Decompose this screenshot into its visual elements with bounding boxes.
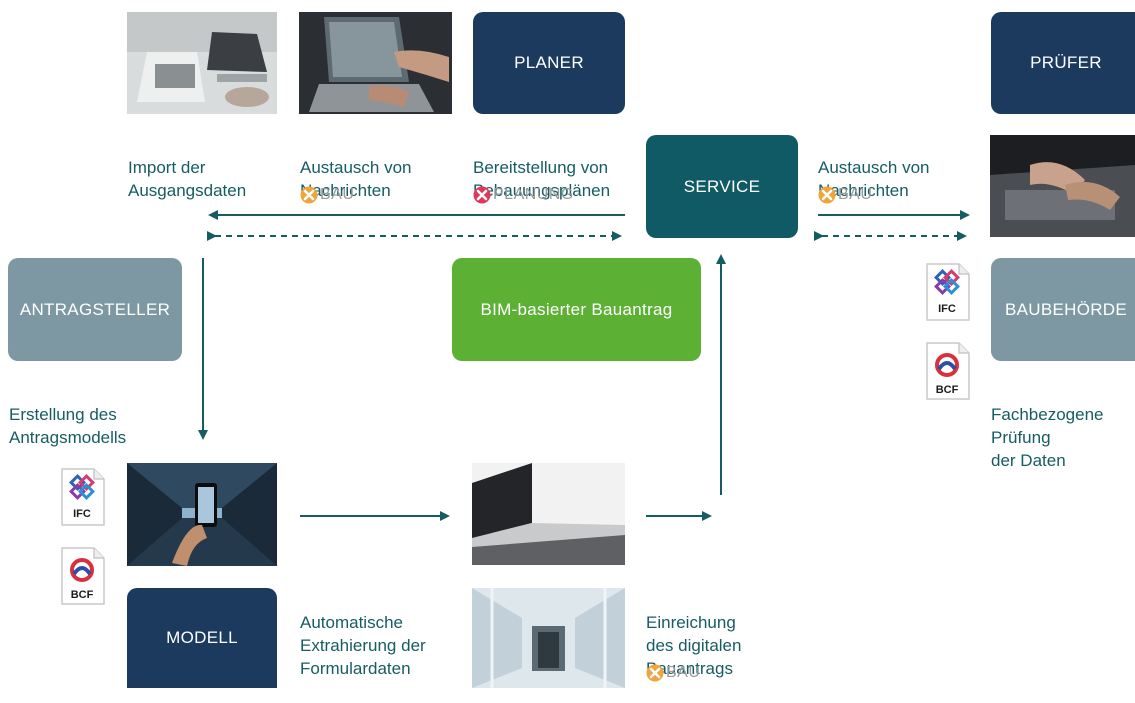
ifc-file-icon: IFC <box>60 467 106 532</box>
x-logo-pink-icon <box>473 186 491 204</box>
bim-bauantrag-box: BIM-basierter Bauantrag <box>452 258 701 361</box>
photo-phone-tunnel <box>127 463 277 566</box>
bcf-file-icon: BCF <box>925 341 971 406</box>
x-logo-orange-icon <box>818 186 836 204</box>
photo-laptop-pointing <box>299 12 452 114</box>
svg-text:IFC: IFC <box>938 303 956 315</box>
photo-typing-laptop <box>990 135 1135 237</box>
ifc-file-icon: IFC <box>925 262 971 327</box>
flow-arrows <box>198 210 970 521</box>
baubehoerde-box: BAUBEHÖRDE <box>991 258 1135 361</box>
xbau-tag-right: BAU <box>818 186 872 204</box>
bcf-file-icon: BCF <box>60 546 106 611</box>
antragsteller-box: ANTRAGSTELLER <box>8 258 182 361</box>
planer-box: PLANER <box>473 12 625 114</box>
photo-meeting-laptops <box>127 12 277 114</box>
svg-text:BCF: BCF <box>936 384 959 396</box>
photo-laptop-desk <box>472 463 625 565</box>
xbau-tag-left: BAU <box>300 186 354 204</box>
x-logo-orange-icon <box>300 186 318 204</box>
pruefer-box: PRÜFER <box>991 12 1135 114</box>
svg-text:BCF: BCF <box>71 589 94 601</box>
modell-box: MODELL <box>127 588 277 688</box>
photo-server-room <box>472 588 625 688</box>
xbau-tag-bottom: BAU <box>646 664 700 682</box>
svg-text:IFC: IFC <box>73 508 91 520</box>
x-logo-orange-icon <box>646 664 664 682</box>
xplanung-tag: PLANUNG <box>473 186 574 204</box>
service-box: SERVICE <box>646 135 798 238</box>
